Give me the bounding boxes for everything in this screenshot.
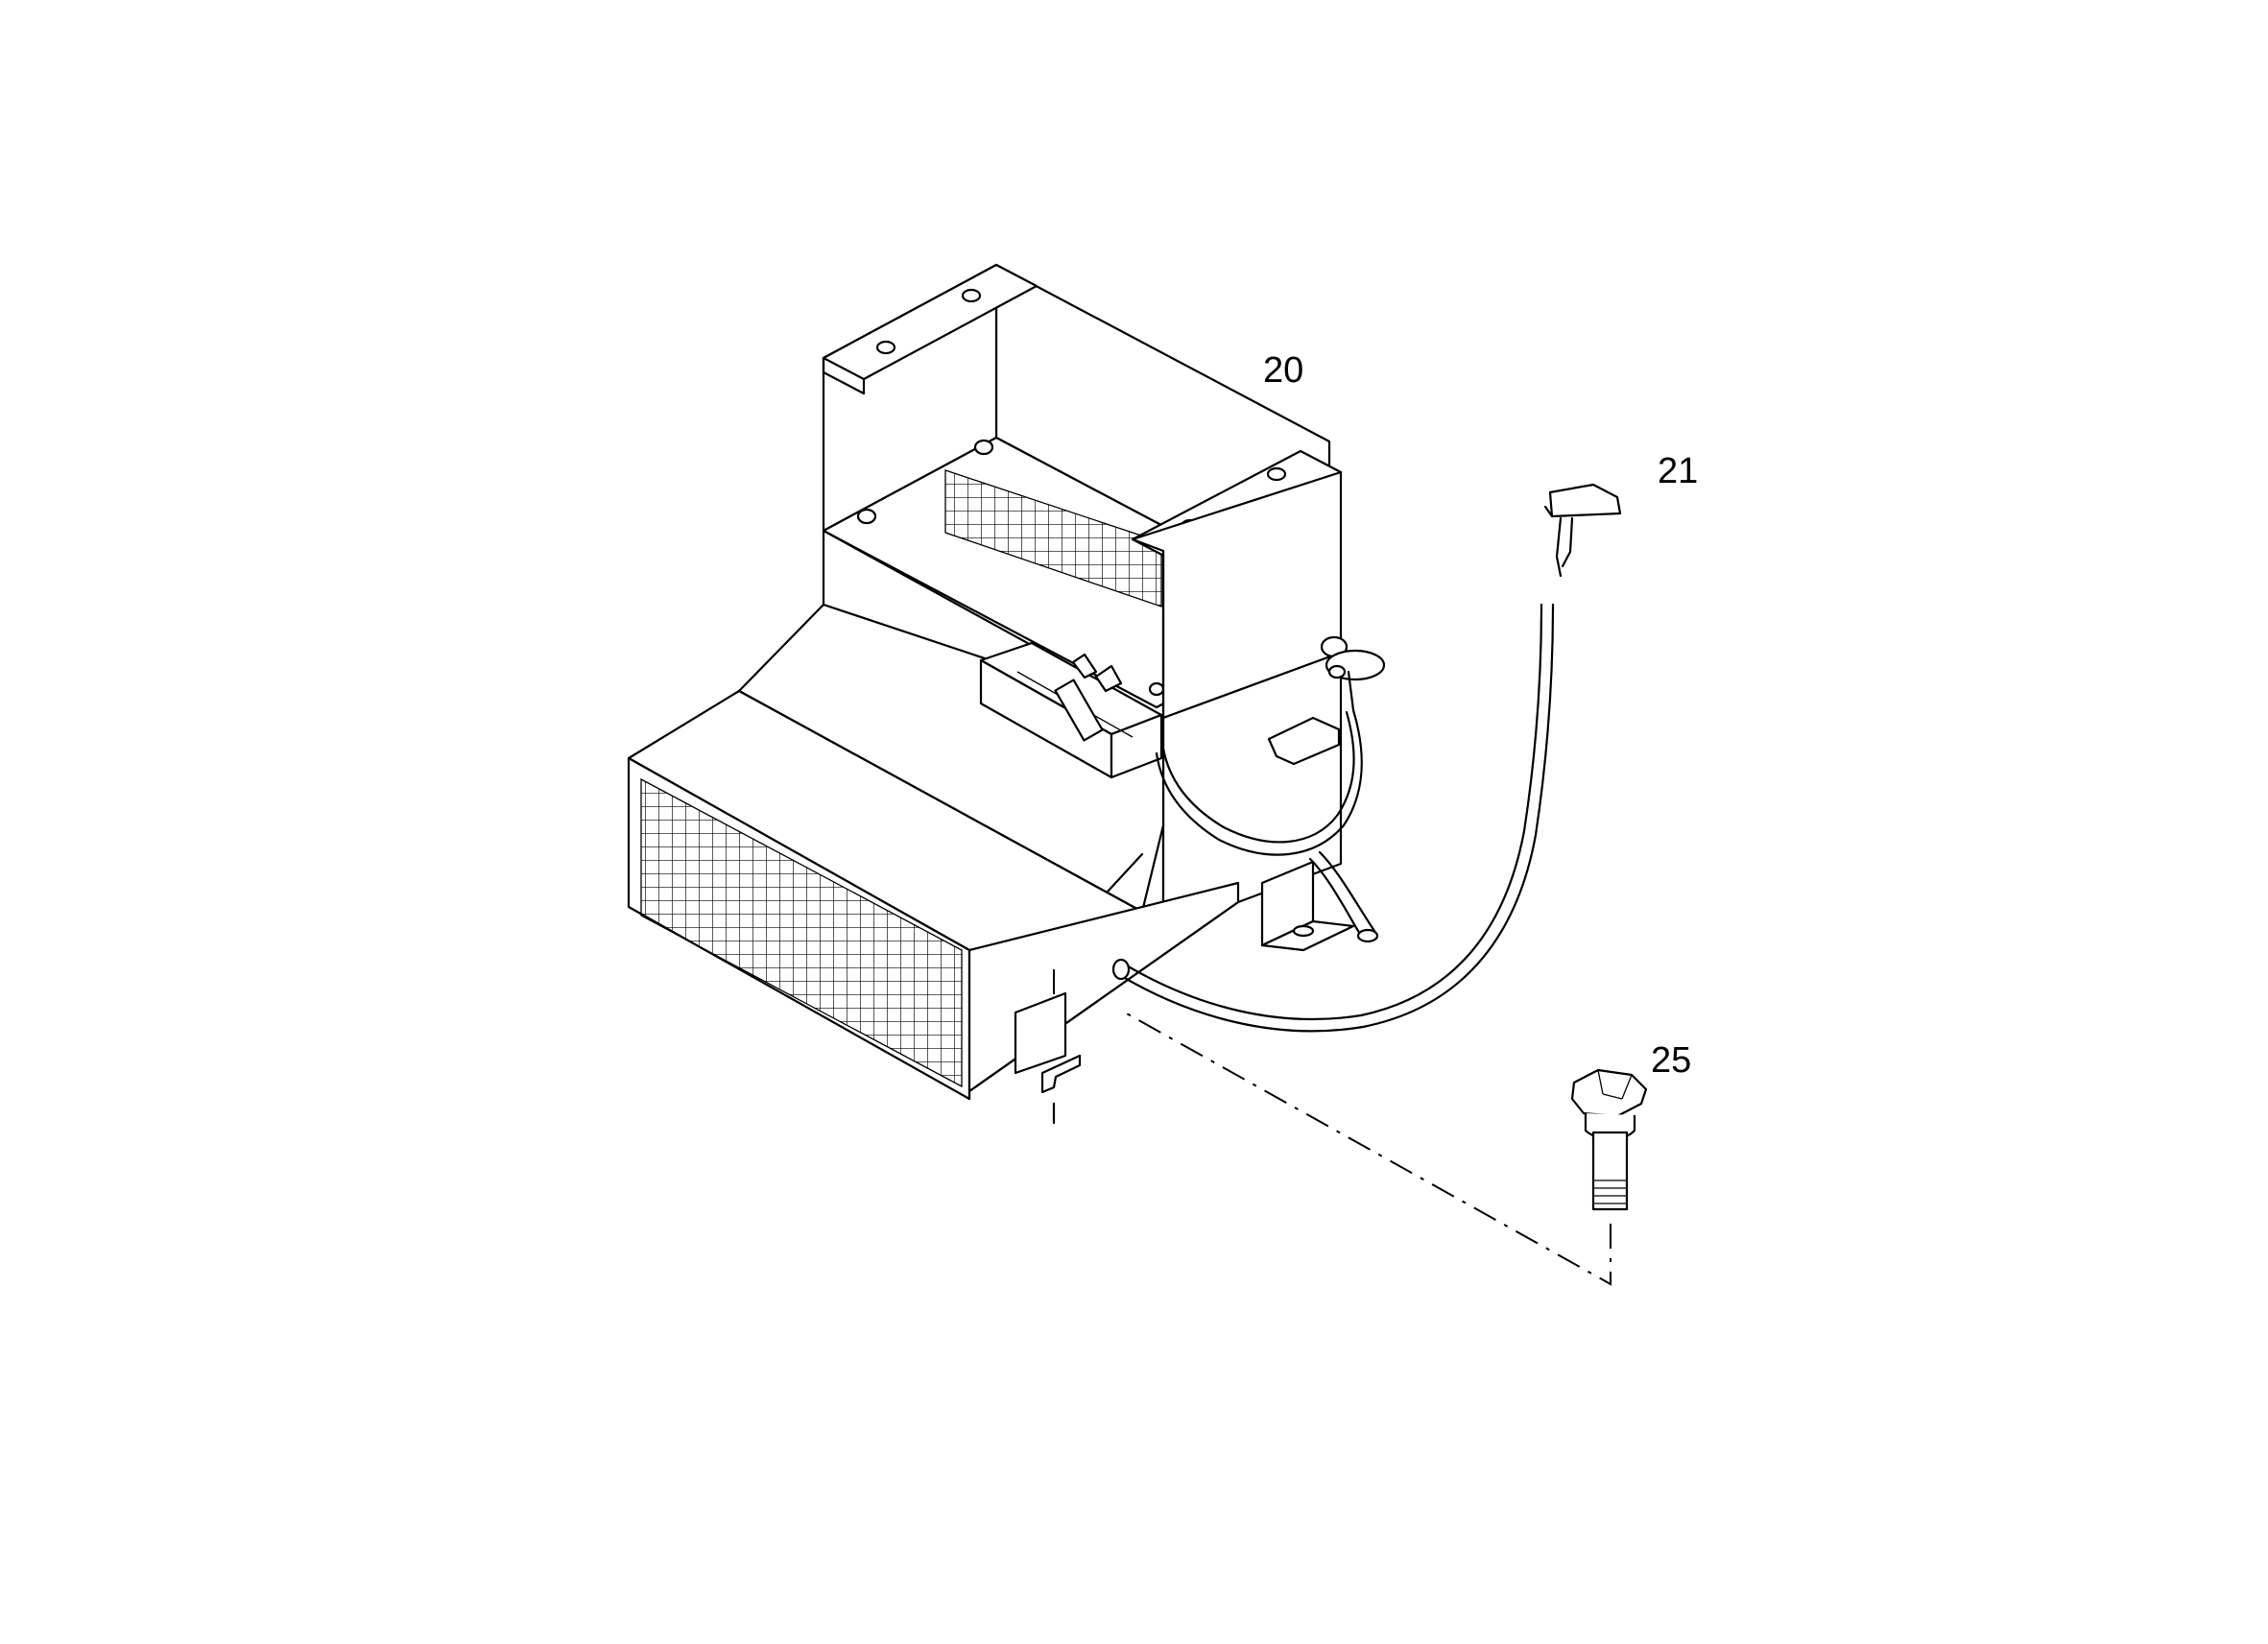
assembly-line [1124,1012,1611,1286]
heater-assembly [627,263,1386,1125]
bottom-bracket-left [1014,991,1082,1125]
callout-25: 25 [1651,1040,1691,1081]
mounting-bracket [1267,716,1341,766]
thermostat-sensor [1320,635,1386,681]
bottom-bracket-right [1260,860,1355,952]
flange-hole [1266,466,1287,482]
screw [973,439,994,456]
cable-loop [1308,857,1363,938]
clip [1555,516,1574,578]
switch-block [979,641,1163,779]
flange-hole [875,340,896,355]
cable-end-fitting [1111,958,1131,981]
sensor-cable [1111,483,1622,1033]
screw [856,508,877,525]
wire-harness [1155,670,1363,856]
capillary-tube [1116,603,1555,1033]
screw [1148,681,1165,697]
top-flange-left [822,263,1039,381]
callout-21: 21 [1658,451,1698,491]
hex-bolt [1570,1068,1648,1211]
callout-20: 20 [1263,350,1303,391]
flange-hole [961,288,982,303]
cap [1548,483,1622,518]
